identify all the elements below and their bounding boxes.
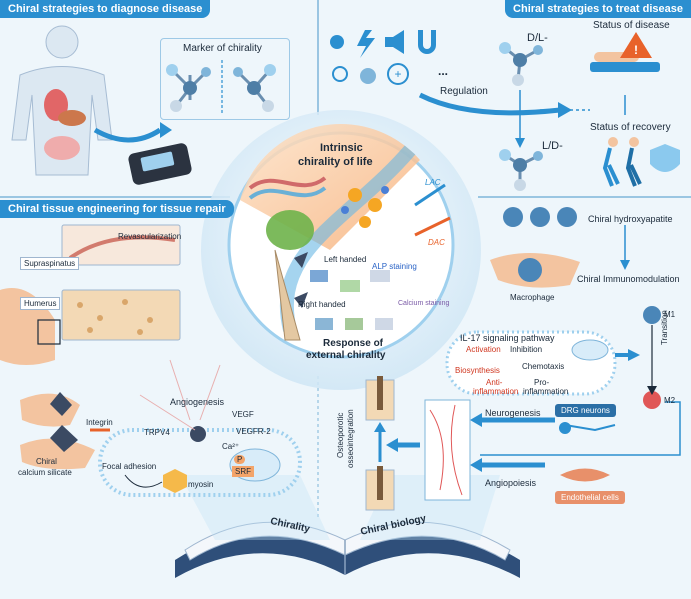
status-recovery-label: Status of recovery [590,122,671,133]
inhibition-label: Inhibition [510,345,543,354]
regulation-label: Regulation [440,86,488,97]
calcium-ion-label: Ca²⁺ [222,442,240,451]
chemotaxis-label: Chemotaxis [522,362,565,371]
m1-label: M1 [664,310,676,319]
response-label-line2: external chirality [306,350,386,361]
svg-text:!: ! [634,43,638,57]
marker-label: Marker of chirality [183,43,262,54]
srf-badge: SRF [232,466,254,477]
response-label-line1: Response of [323,338,384,349]
endothelial-cells-badge: Endothelial cells [555,491,625,504]
revascularization-label: Revascularization [118,232,182,241]
intrinsic-label-line2: chirality of life [298,156,373,168]
m2-label: M2 [664,396,676,405]
hydroxyapatite-label: Chiral hydroxyapatite [588,214,673,224]
svg-text:+: + [394,67,401,81]
chiral-material-label-line1: Chiral [36,457,57,466]
status-disease-label: Status of disease [593,20,670,31]
drg-neurons-badge: DRG neurons [555,404,616,417]
lac-label: LAC [425,178,441,187]
diagnose-section-header: Chiral strategies to diagnose disease [0,0,211,18]
tissue-section-header: Chiral tissue engineering for tissue rep… [0,200,234,218]
integrin-label: Integrin [86,418,113,427]
focal-adhesion-label: Focal adhesion [102,462,157,471]
biosynthesis-label: Biosynthesis [455,366,500,375]
intrinsic-label-line1: Intrinsic [320,142,363,154]
macrophage-label: Macrophage [510,293,555,302]
humerus-label: Humerus [20,297,61,310]
pro-inflammation-line1: Pro- [534,378,550,387]
il17-label: IL-17 signaling pathway [460,333,555,343]
marker-box [160,38,290,120]
calcium-staining-label: Calcium staining [398,300,450,307]
vegfr2-label: VEGFR-2 [236,427,271,436]
osseointegration-label-line2: osseointegration [346,409,355,468]
supraspinatus-label: Supraspinatus [20,257,80,270]
neurogenesis-label: Neurogenesis [485,408,541,418]
right-handed-label: Right handed [298,300,346,309]
angiogenesis-label: Angiogenesis [170,397,225,407]
osseointegration-label-line1: Osteoporotic [336,412,345,458]
anti-inflammation-line1: Anti- [486,378,503,387]
trpv4-label: TRPV4 [144,428,170,437]
alp-staining-label: ALP staining [372,262,417,271]
transition-label: Transition [660,310,669,345]
angiopoiesis-label: Angiopoiesis [485,478,537,488]
left-handed-label: Left handed [324,255,367,264]
vegf-label: VEGF [232,410,254,419]
chiral-material-label-line2: calcium silicate [18,468,72,477]
activation-label: Activation [466,345,501,354]
anti-inflammation-line2: inflammation [473,387,519,396]
ld-label: L/D- [542,140,563,152]
phospho-badge: P [234,455,246,464]
dl-label: D/L- [527,32,548,44]
myosin-label: myosin [188,480,214,489]
treat-section-header: Chiral strategies to treat disease [505,0,691,18]
dac-label: DAC [428,238,445,247]
immunomodulation-label: Chiral Immunomodulation [577,274,680,284]
pro-inflammation-line2: inflammation [523,387,569,396]
more-icons-ellipsis: ... [438,64,449,78]
